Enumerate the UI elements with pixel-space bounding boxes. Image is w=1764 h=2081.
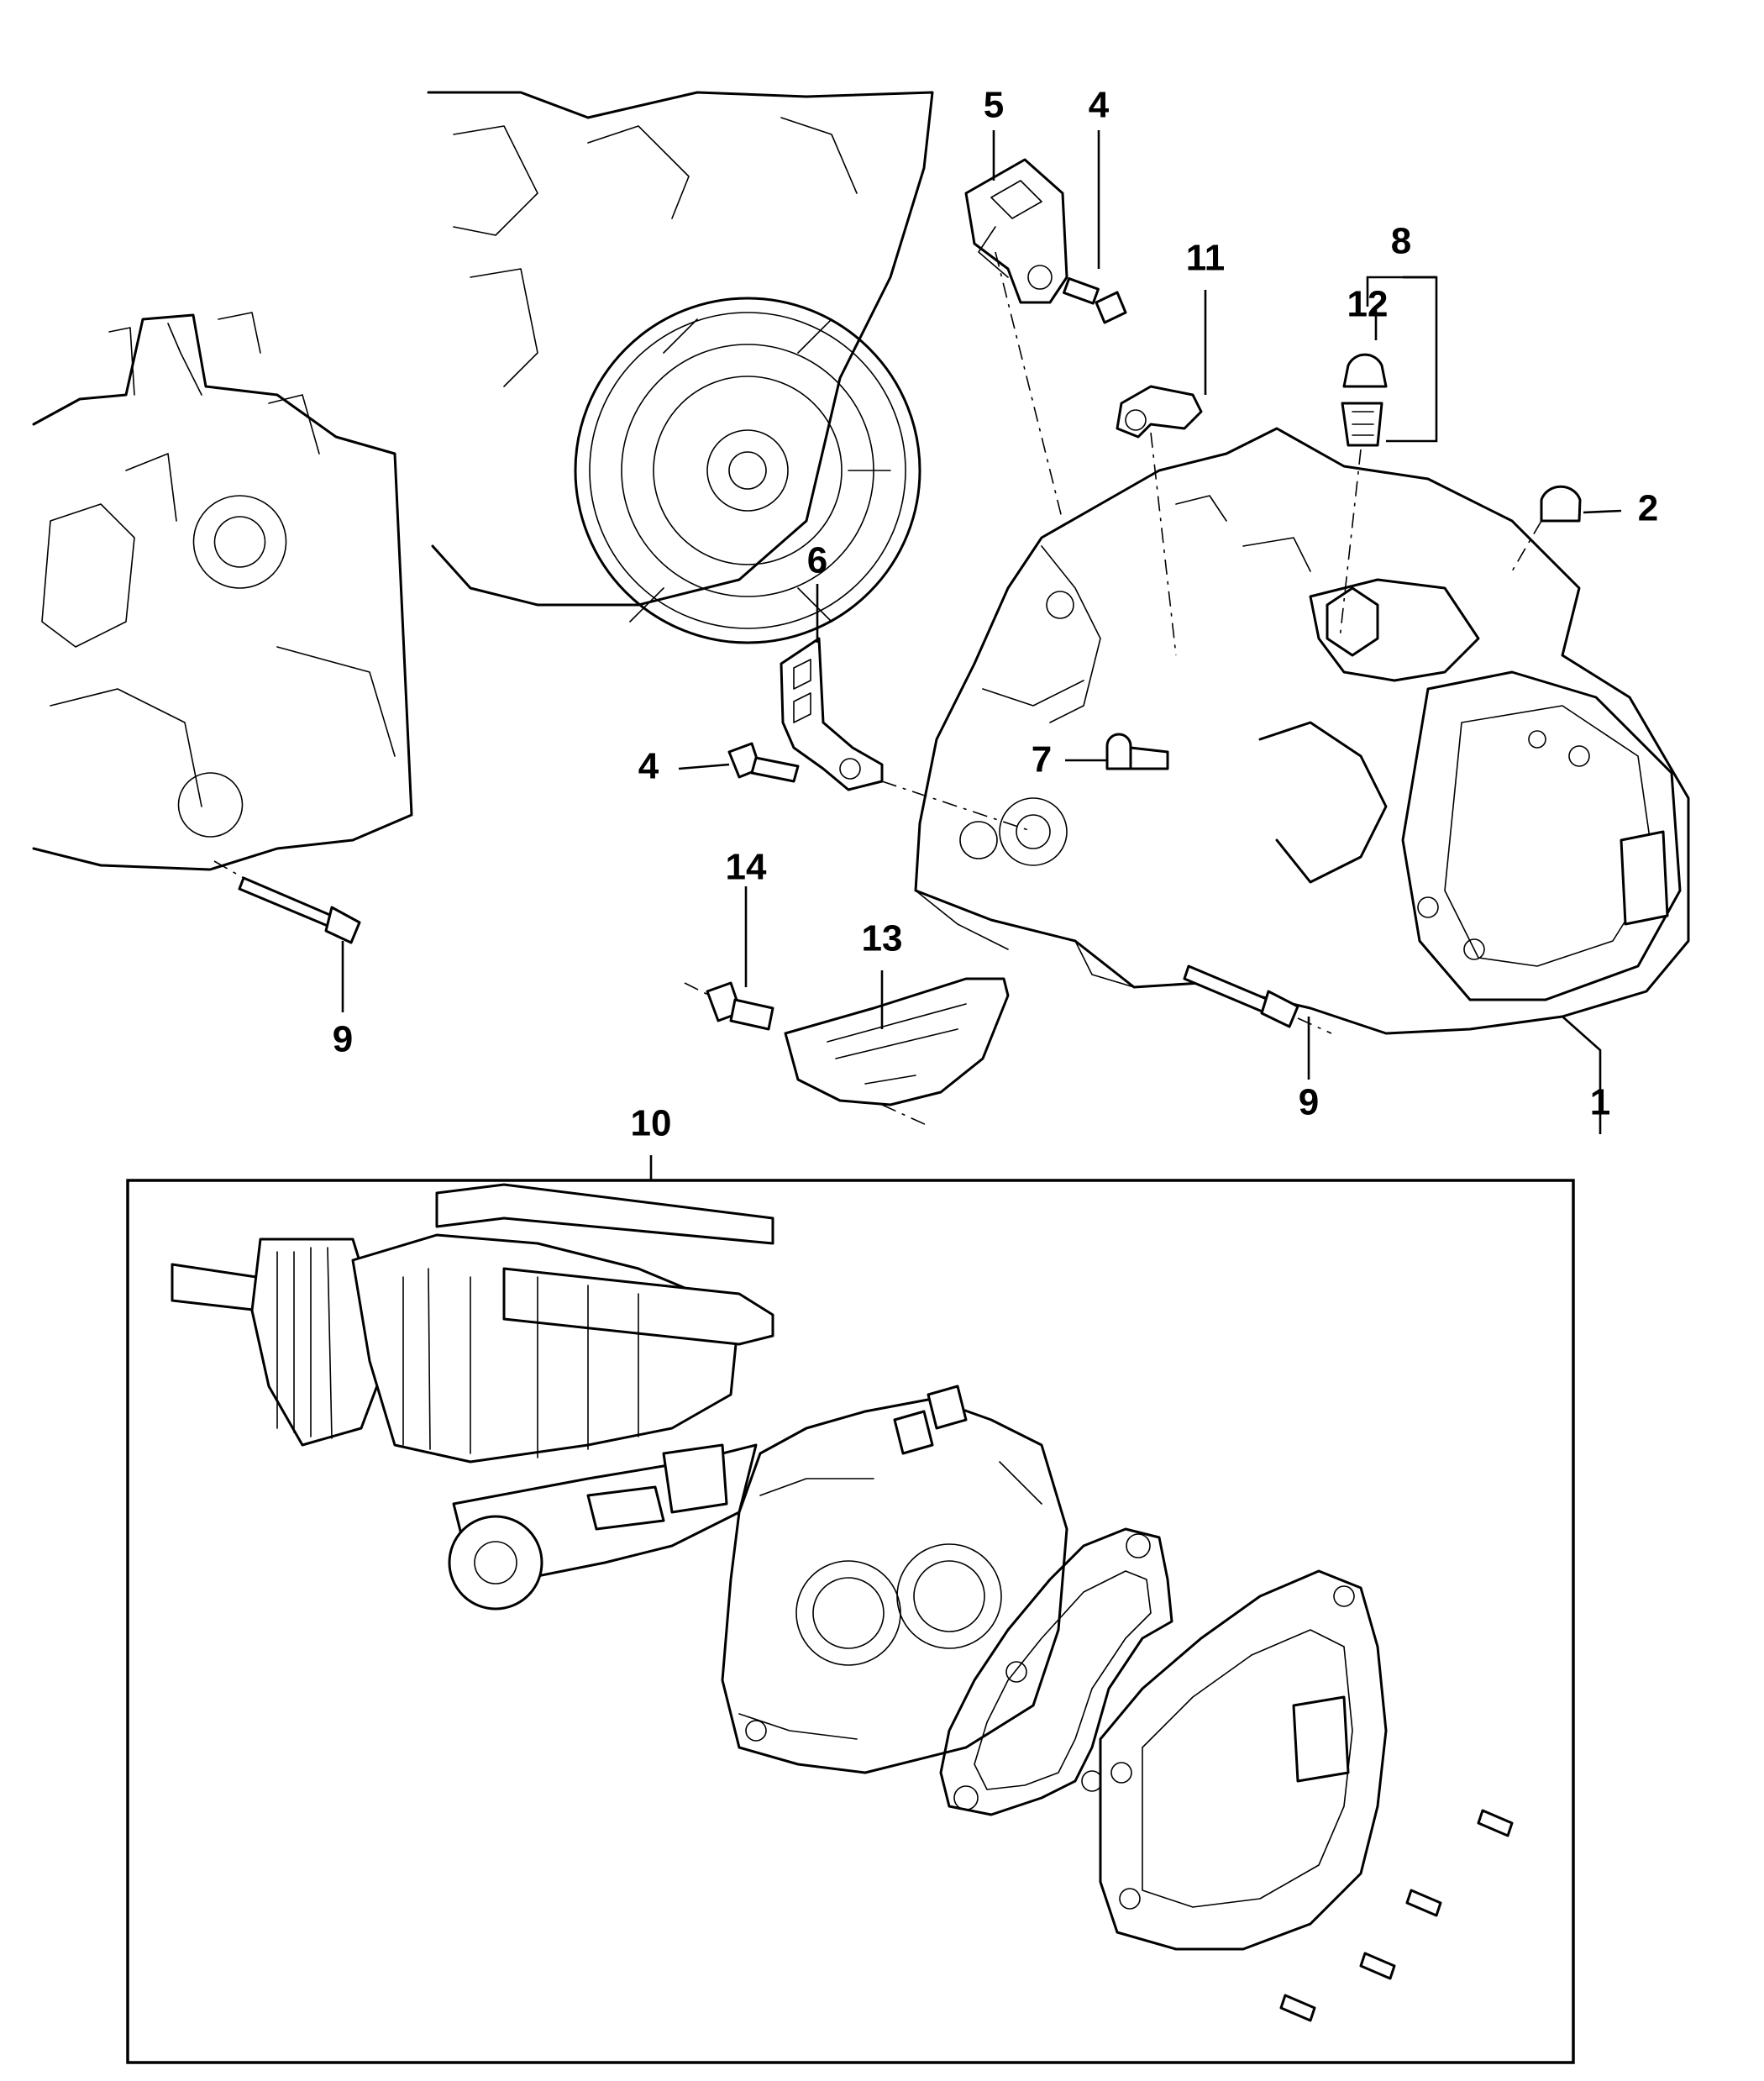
kit-10-frame <box>126 1179 1575 2064</box>
bracket-5-illustration <box>964 158 1068 304</box>
rear-cover-illustration <box>1099 1569 1388 1951</box>
cover-plate-13-illustration <box>784 977 1010 1106</box>
callout-13: 13 <box>862 918 903 959</box>
callout-5: 5 <box>984 85 1004 126</box>
cap-12-illustration <box>1342 353 1388 388</box>
callout-10: 10 <box>631 1103 672 1144</box>
gearbox-side-view-illustration <box>32 312 413 871</box>
engine-flywheel-clutch-illustration <box>427 91 934 644</box>
gearset-assembly-illustration <box>171 1183 774 1611</box>
callout-6: 6 <box>807 540 827 581</box>
callout-8: 8 <box>1391 221 1411 262</box>
callout-1: 1 <box>1590 1082 1610 1123</box>
callout-9-left: 9 <box>333 1019 353 1060</box>
gasket-illustration <box>939 1527 1173 1816</box>
callout-14: 14 <box>726 847 767 888</box>
sensor-7-illustration <box>1105 733 1169 770</box>
intermediate-housing-illustration <box>721 1385 1068 1774</box>
elbow-fitting-11-illustration <box>1116 385 1203 439</box>
bolt-14-illustration <box>706 981 774 1031</box>
cover-bolts-illustration <box>1279 1809 1514 2022</box>
callout-4-upper: 4 <box>1089 85 1110 126</box>
callout-12: 12 <box>1347 284 1389 325</box>
callout-7: 7 <box>1032 739 1052 780</box>
transmission-housing-1-illustration <box>914 427 1690 1035</box>
leader-lines <box>341 130 1622 1180</box>
bolt-4-lower-illustration <box>727 742 800 783</box>
callout-2: 2 <box>1638 488 1658 529</box>
callout-labels: 1 2 4 4 5 6 7 8 9 9 10 11 12 13 14 <box>333 85 1658 1144</box>
long-bolt-9-left-illustration <box>238 876 361 944</box>
callout-9-right: 9 <box>1299 1082 1319 1123</box>
callout-11: 11 <box>1186 238 1226 279</box>
sensor-8-illustration <box>1341 402 1383 447</box>
callout-4-lower: 4 <box>638 746 659 787</box>
cap-2-illustration <box>1540 485 1582 523</box>
bolt-4-upper-illustration <box>1063 277 1127 324</box>
long-bolt-9-right-illustration <box>1183 964 1299 1028</box>
centre-lines <box>213 251 1542 1127</box>
